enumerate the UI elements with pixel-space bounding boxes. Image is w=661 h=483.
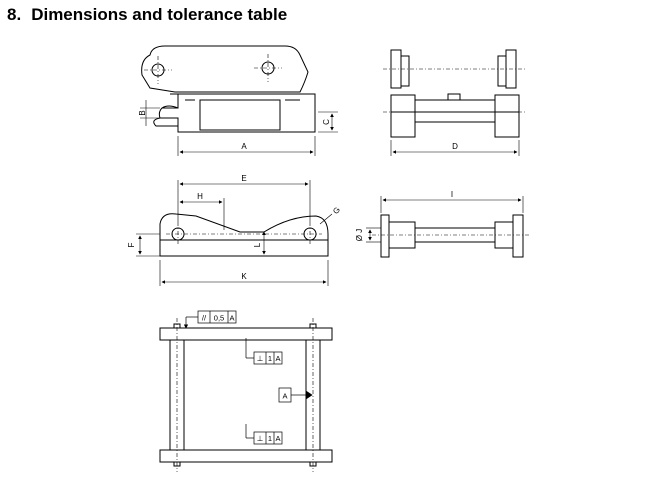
parallelism-symbol: // [202,314,207,323]
perpendicular-top-symbol: ⊥ [257,354,264,363]
side-view-top [141,45,316,133]
dim-label-f: F [127,242,136,247]
parallelism-value: 0,5 [214,314,224,323]
dim-label-j: Ø J [355,229,364,241]
dim-label-b: B [138,110,147,115]
dim-label-a: A [241,142,247,151]
parallelism-datum: A [229,314,234,323]
dim-label-h: H [197,192,203,201]
perpendicular-top-value: 1 [268,354,272,363]
perpendicular-bottom-datum: A [275,434,280,443]
dim-label-g: G [331,205,342,216]
section-number: 8. [7,5,22,24]
dim-label-k: K [241,272,247,281]
dim-label-d: D [452,142,458,151]
side-view-middle [159,213,329,257]
perpendicular-bottom-value: 1 [268,434,272,443]
datum-label: A [282,392,287,401]
pin-view [380,214,524,258]
dim-label-l: L [253,242,262,247]
dim-label-i: I [451,190,453,199]
dim-label-e: E [241,174,246,183]
perpendicular-top-datum: A [275,354,280,363]
front-view-top [390,49,520,138]
dim-label-c: C [322,119,331,125]
section-heading: 8. Dimensions and tolerance table [7,5,287,25]
section-title: Dimensions and tolerance table [31,5,288,24]
perpendicular-bottom-symbol: ⊥ [257,434,264,443]
